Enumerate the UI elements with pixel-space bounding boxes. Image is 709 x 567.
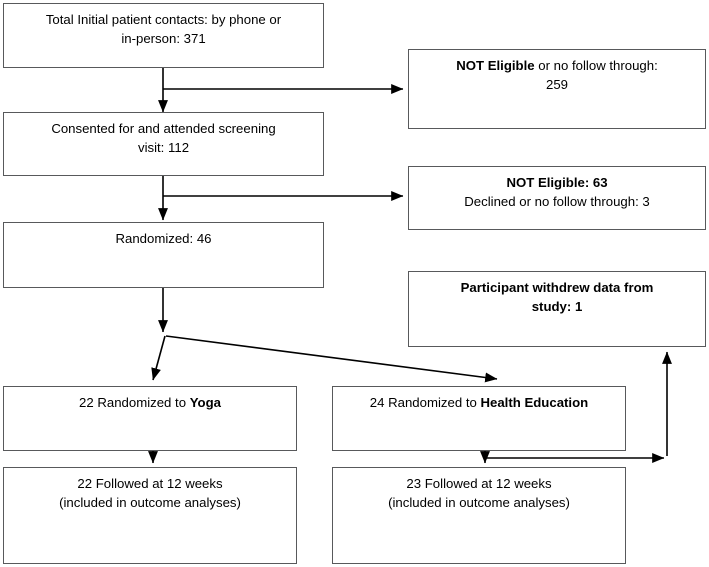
node-line: (included in outcome analyses) (59, 494, 241, 510)
node-followed-yoga: 22 Followed at 12 weeks (included in out… (3, 467, 297, 564)
node-line: 22 Followed at 12 weeks (77, 476, 223, 491)
node-text-emphasis: NOT Eligible (456, 58, 535, 73)
node-text: or no follow through: (534, 58, 658, 73)
node-line: NOT Eligible: 63 (506, 175, 608, 190)
node-randomized-to-yoga: 22 Randomized to Yoga (3, 386, 297, 451)
node-consented-screening-visit: Consented for and attended screening vis… (3, 112, 324, 176)
connector-split-to-yoga (151, 335, 166, 381)
node-text-emphasis: Health Education (480, 395, 589, 410)
node-followed-health-education: 23 Followed at 12 weeks (included in out… (332, 467, 626, 564)
node-initial-contacts: Total Initial patient contacts: by phone… (3, 3, 324, 68)
node-text: 24 Randomized to (369, 395, 481, 410)
node-not-eligible-no-follow-through: NOT Eligible or no follow through: 259 (408, 49, 706, 129)
node-not-eligible-declined: NOT Eligible: 63 Declined or no follow t… (408, 166, 706, 230)
node-line: 22 Randomized to Yoga (12, 394, 288, 413)
node-line: Randomized: 46 (115, 231, 212, 246)
node-line: Total Initial patient contacts: by phone… (45, 12, 282, 27)
node-line: Consented for and attended screening (51, 121, 276, 136)
node-line: Declined or no follow through: 3 (464, 193, 650, 209)
node-line: study: 1 (531, 298, 583, 314)
node-text-emphasis: Yoga (189, 395, 221, 410)
node-line: NOT Eligible or no follow through: (417, 57, 697, 76)
node-line: visit: 112 (137, 139, 190, 155)
node-line: Participant withdrew data from (460, 280, 654, 295)
node-text: 22 Randomized to (79, 395, 190, 410)
node-line: in-person: 371 (121, 30, 206, 46)
node-line: 259 (545, 76, 568, 92)
node-line: 24 Randomized to Health Education (341, 394, 617, 413)
node-randomized-to-health-education: 24 Randomized to Health Education (332, 386, 626, 451)
node-randomized: Randomized: 46 (3, 222, 324, 288)
node-line: (included in outcome analyses) (388, 494, 570, 510)
node-participant-withdrew: Participant withdrew data from study: 1 (408, 271, 706, 347)
node-line: 23 Followed at 12 weeks (406, 476, 552, 491)
